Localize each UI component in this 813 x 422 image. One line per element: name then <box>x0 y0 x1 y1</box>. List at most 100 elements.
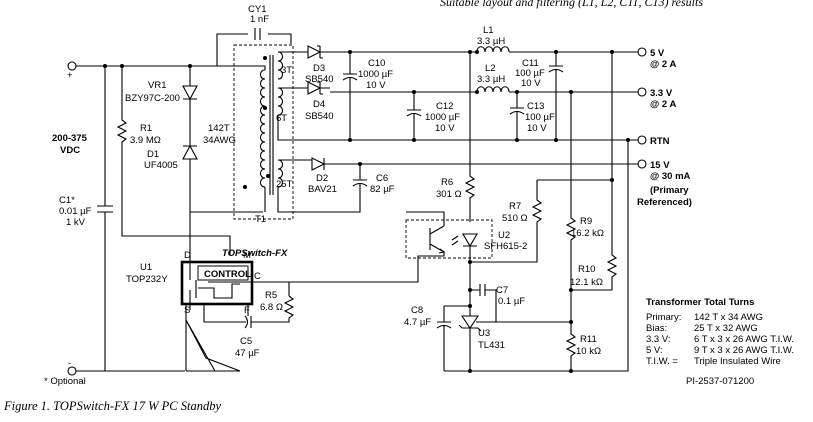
c8-value: 4.7 µF <box>404 317 431 328</box>
r1-ref: R1 <box>140 123 152 134</box>
u1-pin-m: M <box>243 250 251 261</box>
u1-pin-d: D <box>184 250 191 261</box>
c12-ref: C12 <box>436 101 453 112</box>
output-15v-voltage: 15 V <box>650 160 670 171</box>
r10-ref: R10 <box>578 264 595 275</box>
c1-value2: 1 kV <box>66 217 86 228</box>
l1-inductor: L1 3.3 µH <box>475 25 510 54</box>
r6-value: 301 Ω <box>436 189 462 200</box>
r5-ref: R5 <box>265 290 277 301</box>
u1-pin-s: S <box>184 305 190 316</box>
c5-ref: C5 <box>240 336 252 347</box>
turns-row-0-val: 142 T x 34 AWG <box>694 312 763 323</box>
t1-bias-winding <box>266 159 284 188</box>
turns-table-title: Transformer Total Turns <box>646 297 754 308</box>
t1-primary-turns: 142T <box>208 123 230 134</box>
u2-value: SFH615-2 <box>484 241 527 252</box>
c6-capacitor: C6 82 µF <box>277 162 395 213</box>
wire-opto-primary <box>208 211 445 283</box>
output-15v-note1: (Primary <box>650 185 689 196</box>
output-15v-note2: Referenced) <box>637 197 692 208</box>
d2-ref: D2 <box>316 173 328 184</box>
r6-ref: R6 <box>441 177 453 188</box>
c13-value2: 10 V <box>527 123 547 134</box>
input-minus-terminal: - <box>67 358 77 376</box>
t1-secondary-5v <box>263 51 284 80</box>
t1-w1: 3T <box>281 65 292 76</box>
u2-outline <box>405 219 493 259</box>
c12-value1: 1000 µF <box>425 112 460 123</box>
u1-family: TOPSwitch-FX <box>222 248 288 259</box>
d2-value: BAV21 <box>308 184 337 195</box>
r9-resistor: R9 16.2 kΩ <box>565 90 604 290</box>
d3-value: SB540 <box>305 74 334 85</box>
l2-value: 3.3 µH <box>477 74 505 85</box>
u1-pin-c: C <box>254 271 261 282</box>
l2-ref: L2 <box>485 63 496 74</box>
r9-ref: R9 <box>580 216 592 227</box>
l2-inductor: L2 3.3 µH <box>475 63 510 94</box>
output-5v-terminal: 5 V @ 2 A <box>637 47 676 70</box>
c11-value2: 10 V <box>521 78 541 89</box>
r10-resistor: R10 12.1 kΩ <box>570 50 618 291</box>
figure-caption: Figure 1. TOPSwitch-FX 17 W PC Standby <box>3 399 221 413</box>
d4-value: SB540 <box>305 111 334 122</box>
u2-optocoupler: U2 SFH615-2 <box>429 225 527 254</box>
output-rtn-label: RTN <box>650 136 670 147</box>
r10-value: 12.1 kΩ <box>570 277 603 288</box>
cy1-value: 1 nF <box>250 14 269 25</box>
t1-core <box>269 55 274 195</box>
output-5v-voltage: 5 V <box>650 48 665 59</box>
wire-control-pin <box>252 281 290 296</box>
u1-value: TOP232Y <box>126 274 168 285</box>
u3-tl431: U3 TL431 <box>458 304 505 371</box>
r6-resistor: R6 301 Ω <box>436 50 476 222</box>
turns-row-0-key: Primary: <box>646 312 681 323</box>
input-unit-label: VDC <box>60 145 80 156</box>
c7-ref: C7 <box>496 285 508 296</box>
t1-ref: T1 <box>255 214 266 225</box>
c10-value2: 10 V <box>366 80 386 91</box>
input-plus-label: + <box>67 70 73 81</box>
u1-pin-f: F <box>244 305 250 316</box>
l1-ref: L1 <box>483 25 494 36</box>
turns-row-3-key: 5 V: <box>646 345 663 356</box>
d2-diode: D2 BAV21 <box>308 157 638 195</box>
d1-diode: D1 UF4005 <box>144 144 198 212</box>
drawing-id: PI-2537-071200 <box>686 376 754 387</box>
r1-resistor: R1 3.9 MΩ <box>116 64 231 255</box>
r11-value: 10 kΩ <box>576 346 601 357</box>
output-33v-current: @ 2 A <box>650 99 676 110</box>
header-fragment: Suitable layout and filtering (L1, L2, C… <box>440 0 703 9</box>
d4-ref: D4 <box>313 99 325 110</box>
l1-value: 3.3 µH <box>477 36 505 47</box>
u1-control-block <box>197 265 249 281</box>
turns-row-1-val: 25 T x 32 AWG <box>694 323 758 334</box>
d1-value: UF4005 <box>144 160 178 171</box>
r11-resistor: R11 10 kΩ <box>565 322 601 371</box>
u1-ref: U1 <box>140 262 152 273</box>
u3-value: TL431 <box>478 340 505 351</box>
output-rtn-terminal: RTN <box>637 135 670 147</box>
c11-ref: C11 <box>522 58 539 69</box>
c1-value1: 0.01 µF <box>59 206 92 217</box>
wire-secondary-ground <box>444 140 629 372</box>
c11-value1: 100 µF <box>515 68 545 79</box>
turns-table: Transformer Total Turns Primary: 142 T x… <box>646 297 794 367</box>
u1-package <box>180 260 254 306</box>
u1-control-label: CONTROL <box>204 269 251 280</box>
input-minus-label: - <box>68 358 71 369</box>
cy1-ref: CY1 <box>248 4 266 15</box>
c8-ref: C8 <box>411 305 423 316</box>
d3-diode: D3 SB540 <box>305 45 334 85</box>
c6-ref: C6 <box>376 173 388 184</box>
t1-wire: 34AWG <box>203 135 236 146</box>
c11-capacitor: C11 100 µF 10 V <box>515 50 564 140</box>
turns-row-2-key: 3.3 V: <box>646 334 670 345</box>
d1-ref: D1 <box>147 149 159 160</box>
u1-mosfet-symbol <box>189 255 240 310</box>
c13-ref: C13 <box>527 101 544 112</box>
r5-resistor: R5 6.8 Ω <box>256 290 295 323</box>
r7-value: 510 Ω <box>502 213 528 224</box>
